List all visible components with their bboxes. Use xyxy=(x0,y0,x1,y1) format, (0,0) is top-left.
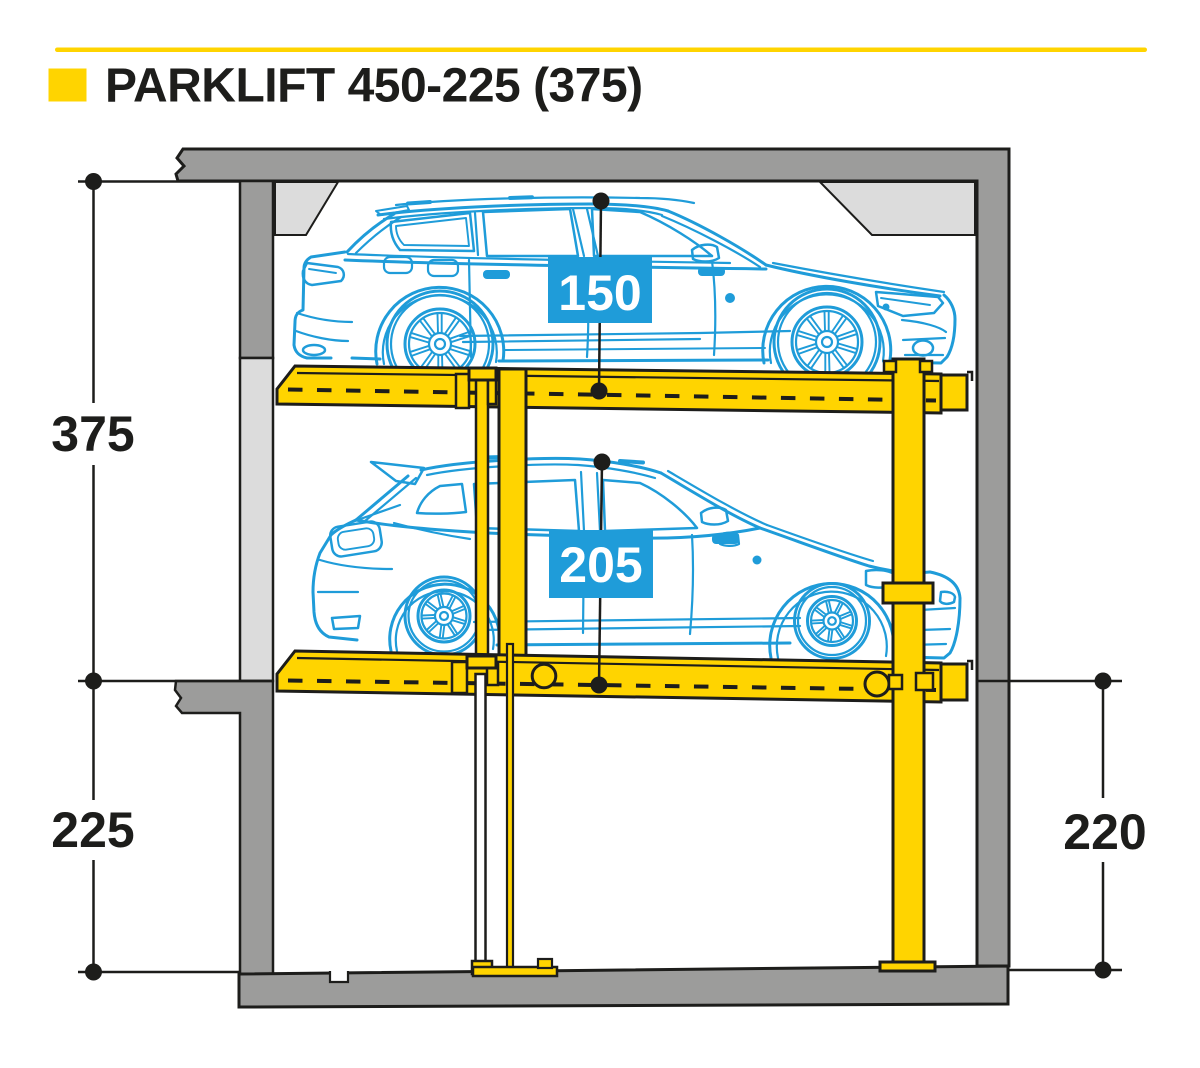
svg-text:375: 375 xyxy=(51,406,134,462)
svg-text:205: 205 xyxy=(559,537,642,593)
svg-text:PARKLIFT 450-225 (375): PARKLIFT 450-225 (375) xyxy=(105,60,643,113)
svg-text:150: 150 xyxy=(558,265,641,321)
svg-text:220: 220 xyxy=(1063,804,1146,860)
svg-text:225: 225 xyxy=(51,802,134,858)
